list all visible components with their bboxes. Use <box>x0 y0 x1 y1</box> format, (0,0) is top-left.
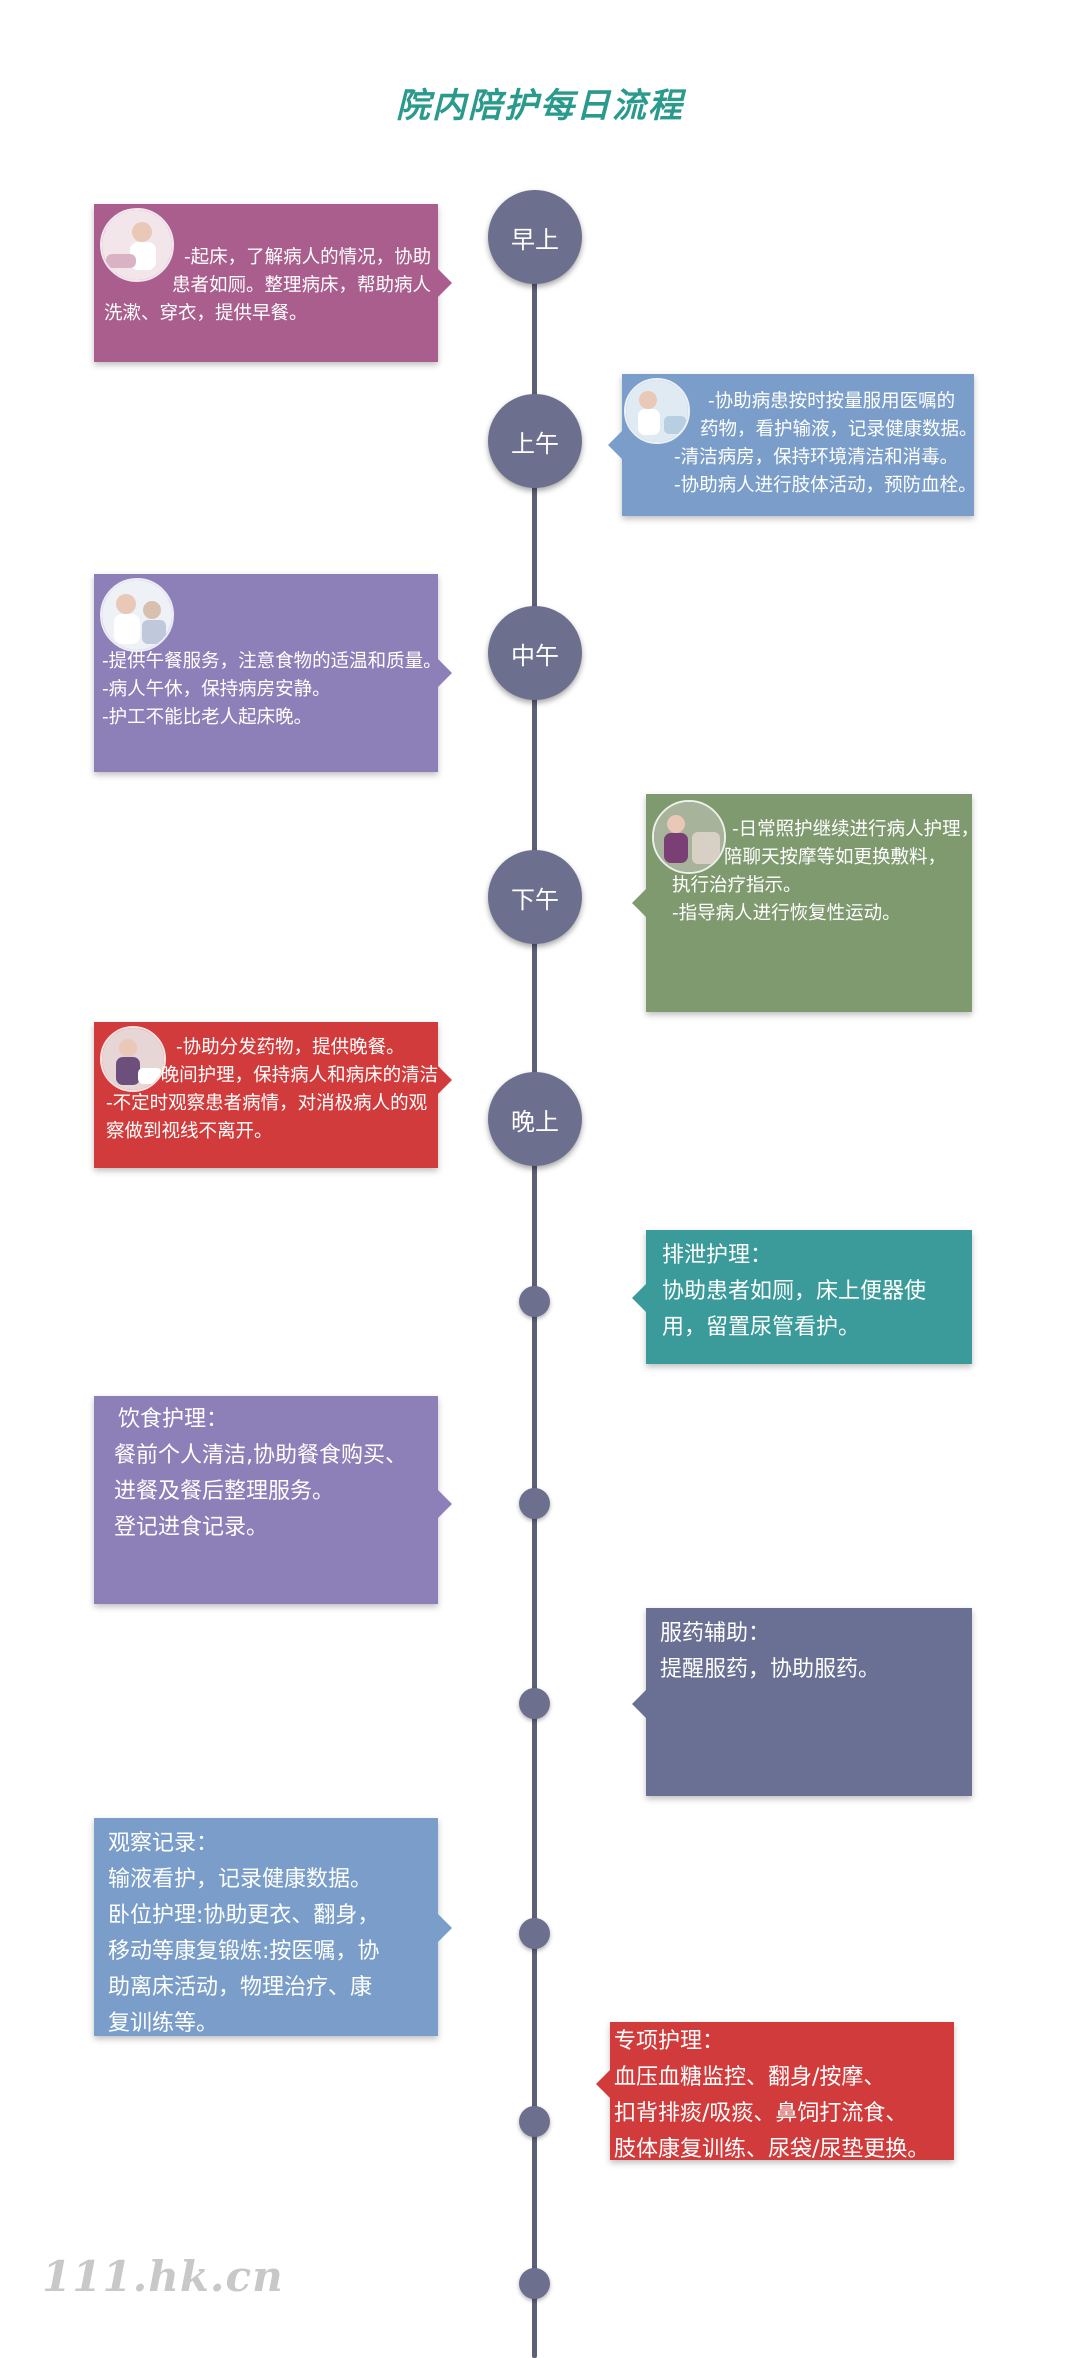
card-line: 察做到视线不离开。 <box>106 1121 273 1142</box>
card-line: -病人午休，保持病房安静。 <box>102 679 331 700</box>
card-line: -清洁病房，保持环境清洁和消毒。 <box>674 447 959 468</box>
card-line: 协助患者如厕，床上便器使 <box>662 1279 927 1304</box>
card-line: 扣背排痰/吸痰、鼻饲打流食、 <box>614 2101 908 2126</box>
card-line: 用，留置尿管看护。 <box>662 1315 861 1340</box>
card-observation: 观察记录： 输液看护，记录健康数据。 卧位护理:协助更衣、翻身， 移动等康复锻炼… <box>94 1818 438 2036</box>
card-heading: 排泄护理： <box>662 1243 773 1268</box>
card-heading: 服药辅助： <box>660 1621 771 1646</box>
timeline-dot-diet <box>519 1488 550 1519</box>
node-noon: 中午 <box>488 606 582 700</box>
card-line: 血压血糖监控、翻身/按摩、 <box>614 2065 886 2090</box>
timeline-dot-observation <box>519 1918 550 1949</box>
node-morning: 早上 <box>488 190 582 284</box>
nurse-feeding-photo <box>100 578 174 652</box>
card-line: -日常照护继续进行病人护理， <box>732 819 980 840</box>
card-excretion: 排泄护理： 协助患者如厕，床上便器使 用，留置尿管看护。 <box>646 1230 972 1364</box>
node-forenoon: 上午 <box>488 394 582 488</box>
node-afternoon: 下午 <box>488 850 582 944</box>
card-line: 提醒服药，协助服药。 <box>660 1657 881 1682</box>
card-heading: 观察记录： <box>108 1831 219 1856</box>
timeline-dot-special <box>519 2106 550 2137</box>
nurse-evening-photo <box>100 1026 166 1092</box>
card-medication: 服药辅助： 提醒服药，协助服药。 <box>646 1608 972 1796</box>
card-line: 卧位护理:协助更衣、翻身， <box>108 1903 380 1928</box>
nurse-care-photo <box>652 800 726 874</box>
page-title: 院内陪护每日流程 <box>396 86 684 126</box>
card-line: 患者如厕。整理病床，帮助病人 <box>172 275 432 296</box>
card-heading: 专项护理： <box>614 2029 725 2054</box>
card-line: -提供午餐服务，注意食物的适温和质量。 <box>102 651 442 672</box>
card-forenoon: -协助病患按时按量服用医嘱的 药物，看护输液，记录健康数据。 -清洁病房，保持环… <box>622 374 978 516</box>
card-morning: -起床，了解病人的情况，协助 患者如厕。整理病床，帮助病人 洗漱、穿衣，提供早餐… <box>94 204 438 362</box>
card-line: -护工不能比老人起床晚。 <box>102 707 313 728</box>
node-evening: 晚上 <box>488 1072 582 1166</box>
card-afternoon: -日常照护继续进行病人护理， 陪聊天按摩等如更换敷料， 执行治疗指示。 -指导病… <box>646 794 980 1012</box>
card-line: 肢体康复训练、尿袋/尿垫更换。 <box>614 2137 930 2162</box>
card-line: -协助病人进行肢体活动，预防血栓。 <box>674 475 977 496</box>
card-line: 陪聊天按摩等如更换敷料， <box>724 847 947 868</box>
card-line: -协助分发药物，提供晚餐。 <box>176 1037 405 1058</box>
card-line: 餐前个人清洁,协助餐食购买、 <box>114 1443 407 1468</box>
card-noon: -提供午餐服务，注意食物的适温和质量。 -病人午休，保持病房安静。 -护工不能比… <box>94 574 442 772</box>
nurse-with-patient-photo <box>100 208 174 282</box>
card-line: 药物，看护输液，记录健康数据。 <box>700 419 978 440</box>
card-line: -指导病人进行恢复性运动。 <box>672 903 901 924</box>
card-line: -起床，了解病人的情况，协助 <box>184 247 432 268</box>
card-line: 助离床活动，物理治疗、康 <box>108 1975 373 2000</box>
card-line: 输液看护，记录健康数据。 <box>108 1867 373 1892</box>
card-line: -不定时观察患者病情，对消极病人的观 <box>106 1093 428 1114</box>
card-line: 复训练等。 <box>108 2011 219 2036</box>
timeline-dot-end <box>519 2268 550 2299</box>
card-special: 专项护理： 血压血糖监控、翻身/按摩、 扣背排痰/吸痰、鼻饲打流食、 肢体康复训… <box>610 2022 954 2162</box>
card-line: -晚间护理，保持病人和病床的清洁。 <box>154 1065 457 1086</box>
nurse-infusion-photo <box>624 378 690 444</box>
card-line: 执行治疗指示。 <box>672 875 802 896</box>
card-line: 洗漱、穿衣，提供早餐。 <box>104 303 308 324</box>
card-evening: -协助分发药物，提供晚餐。 -晚间护理，保持病人和病床的清洁。 -不定时观察患者… <box>94 1022 457 1168</box>
card-line: 移动等康复锻炼:按医嘱，协 <box>108 1939 380 1964</box>
card-line: 登记进食记录。 <box>114 1515 269 1540</box>
card-diet: 饮食护理： 餐前个人清洁,协助餐食购买、 进餐及餐后整理服务。 登记进食记录。 <box>94 1396 438 1604</box>
timeline-dot-medication <box>519 1688 550 1719</box>
timeline-line <box>532 190 537 2358</box>
card-heading: 饮食护理： <box>118 1407 229 1432</box>
timeline-dot-excretion <box>519 1286 550 1317</box>
card-line: 进餐及餐后整理服务。 <box>114 1479 335 1504</box>
card-line: -协助病患按时按量服用医嘱的 <box>708 391 956 412</box>
watermark: 111.hk.cn <box>42 2252 284 2301</box>
